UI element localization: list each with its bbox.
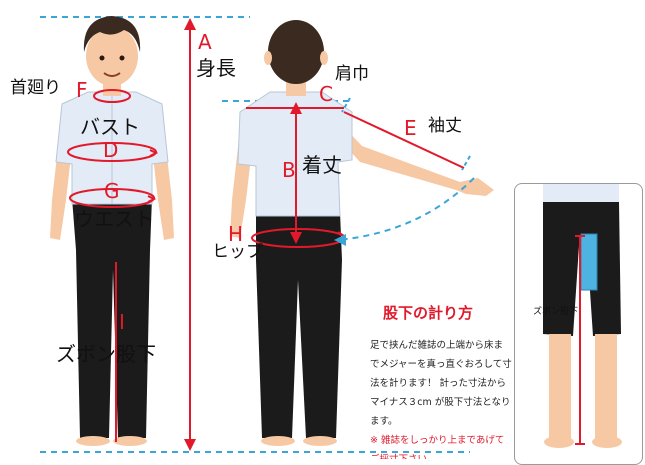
label-g-letter: G — [104, 179, 120, 203]
label-f-letter: F — [76, 78, 88, 102]
label-i-letter: I — [119, 310, 125, 334]
sleeve-guide-arrow — [337, 177, 475, 241]
label-c-letter: C — [319, 82, 333, 106]
label-h-letter: H — [228, 222, 244, 246]
back-head — [268, 20, 324, 84]
neck-circle — [93, 89, 131, 103]
label-d-letter: D — [103, 138, 119, 162]
front-figure — [50, 16, 174, 446]
front-head — [86, 26, 138, 86]
method-note: ※ 雑誌をしっかり上まであげてご採寸下さい。 — [370, 435, 505, 459]
label-h-text: ヒップ — [212, 242, 263, 262]
label-f-text: 首廻り — [10, 78, 61, 98]
inseam-photo-illustration — [543, 184, 622, 448]
method-title: 股下の計り方 — [383, 304, 474, 322]
front-pants — [72, 198, 152, 438]
label-a-text: 身長 — [196, 56, 236, 80]
label-e-text: 袖丈 — [428, 116, 462, 136]
back-figure — [230, 20, 494, 446]
label-i-text: ズボン股下 — [56, 342, 156, 366]
back-pants — [256, 212, 342, 438]
label-e-letter: E — [404, 116, 417, 140]
label-a-letter: A — [198, 30, 212, 54]
inseam-photo-label: ズボン股下 — [533, 307, 579, 317]
front-hair — [83, 16, 141, 52]
label-bust-text: バスト — [80, 115, 140, 139]
magazine — [580, 233, 598, 291]
label-b-letter: B — [282, 158, 296, 182]
label-c-text: 肩巾 — [335, 64, 369, 84]
sleeve-line — [343, 111, 465, 169]
method-body: 足で挟んだ雑誌の上端から床までメジャーを真っ直ぐおろして寸法を計ります！ 計った… — [370, 340, 512, 427]
inseam-photo: ズボン股下 — [514, 183, 643, 465]
label-waist-text: ウエスト — [74, 207, 154, 231]
label-b-text: 着丈 — [302, 153, 342, 177]
